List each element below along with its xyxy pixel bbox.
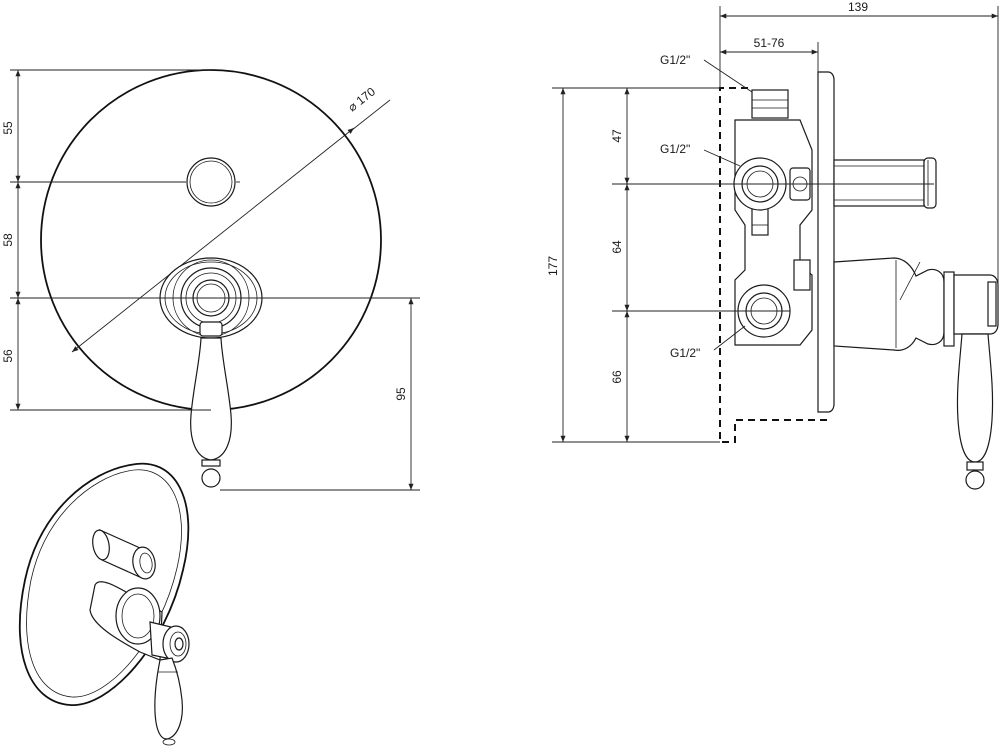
dim-label-47: 47 bbox=[610, 129, 624, 143]
perspective-view bbox=[18, 462, 190, 746]
cover-plate-3d bbox=[18, 462, 190, 706]
dim-label-51-76: 51-76 bbox=[754, 36, 785, 50]
thread-label-top: G1/2" bbox=[660, 53, 690, 67]
dim-label-66: 66 bbox=[610, 370, 624, 384]
lever-handle-3d bbox=[154, 657, 183, 746]
thread-label-bottom: G1/2" bbox=[670, 346, 700, 360]
dim-label-64: 64 bbox=[610, 240, 624, 254]
diverter-knob-side bbox=[833, 157, 937, 209]
mixer-handle-side bbox=[833, 257, 999, 490]
dim-label-95: 95 bbox=[394, 387, 408, 401]
diameter-line bbox=[71, 127, 355, 353]
dim-label-177: 177 bbox=[546, 256, 560, 276]
dim-label-58: 58 bbox=[1, 233, 15, 247]
cover-plate-profile bbox=[817, 71, 835, 413]
dim-label-55: 55 bbox=[1, 121, 15, 135]
dim-label-diameter: ⌀ 170 bbox=[345, 84, 378, 114]
valve-body-side bbox=[733, 89, 813, 346]
installation-box-outline bbox=[719, 87, 828, 443]
lever-handle-front bbox=[190, 321, 232, 488]
dim-label-139: 139 bbox=[848, 0, 868, 14]
side-view: 139 51-76 177 47 64 66 G1/2" G1/2" G1/2" bbox=[546, 0, 999, 490]
diverter-knob-3d bbox=[92, 529, 156, 580]
diverter-knob-front bbox=[186, 157, 236, 207]
mixer-body-3d bbox=[89, 581, 190, 663]
thread-label-middle: G1/2" bbox=[660, 142, 690, 156]
front-view: 55 58 56 95 ⌀ 170 bbox=[1, 69, 420, 491]
dim-label-56: 56 bbox=[1, 349, 15, 363]
